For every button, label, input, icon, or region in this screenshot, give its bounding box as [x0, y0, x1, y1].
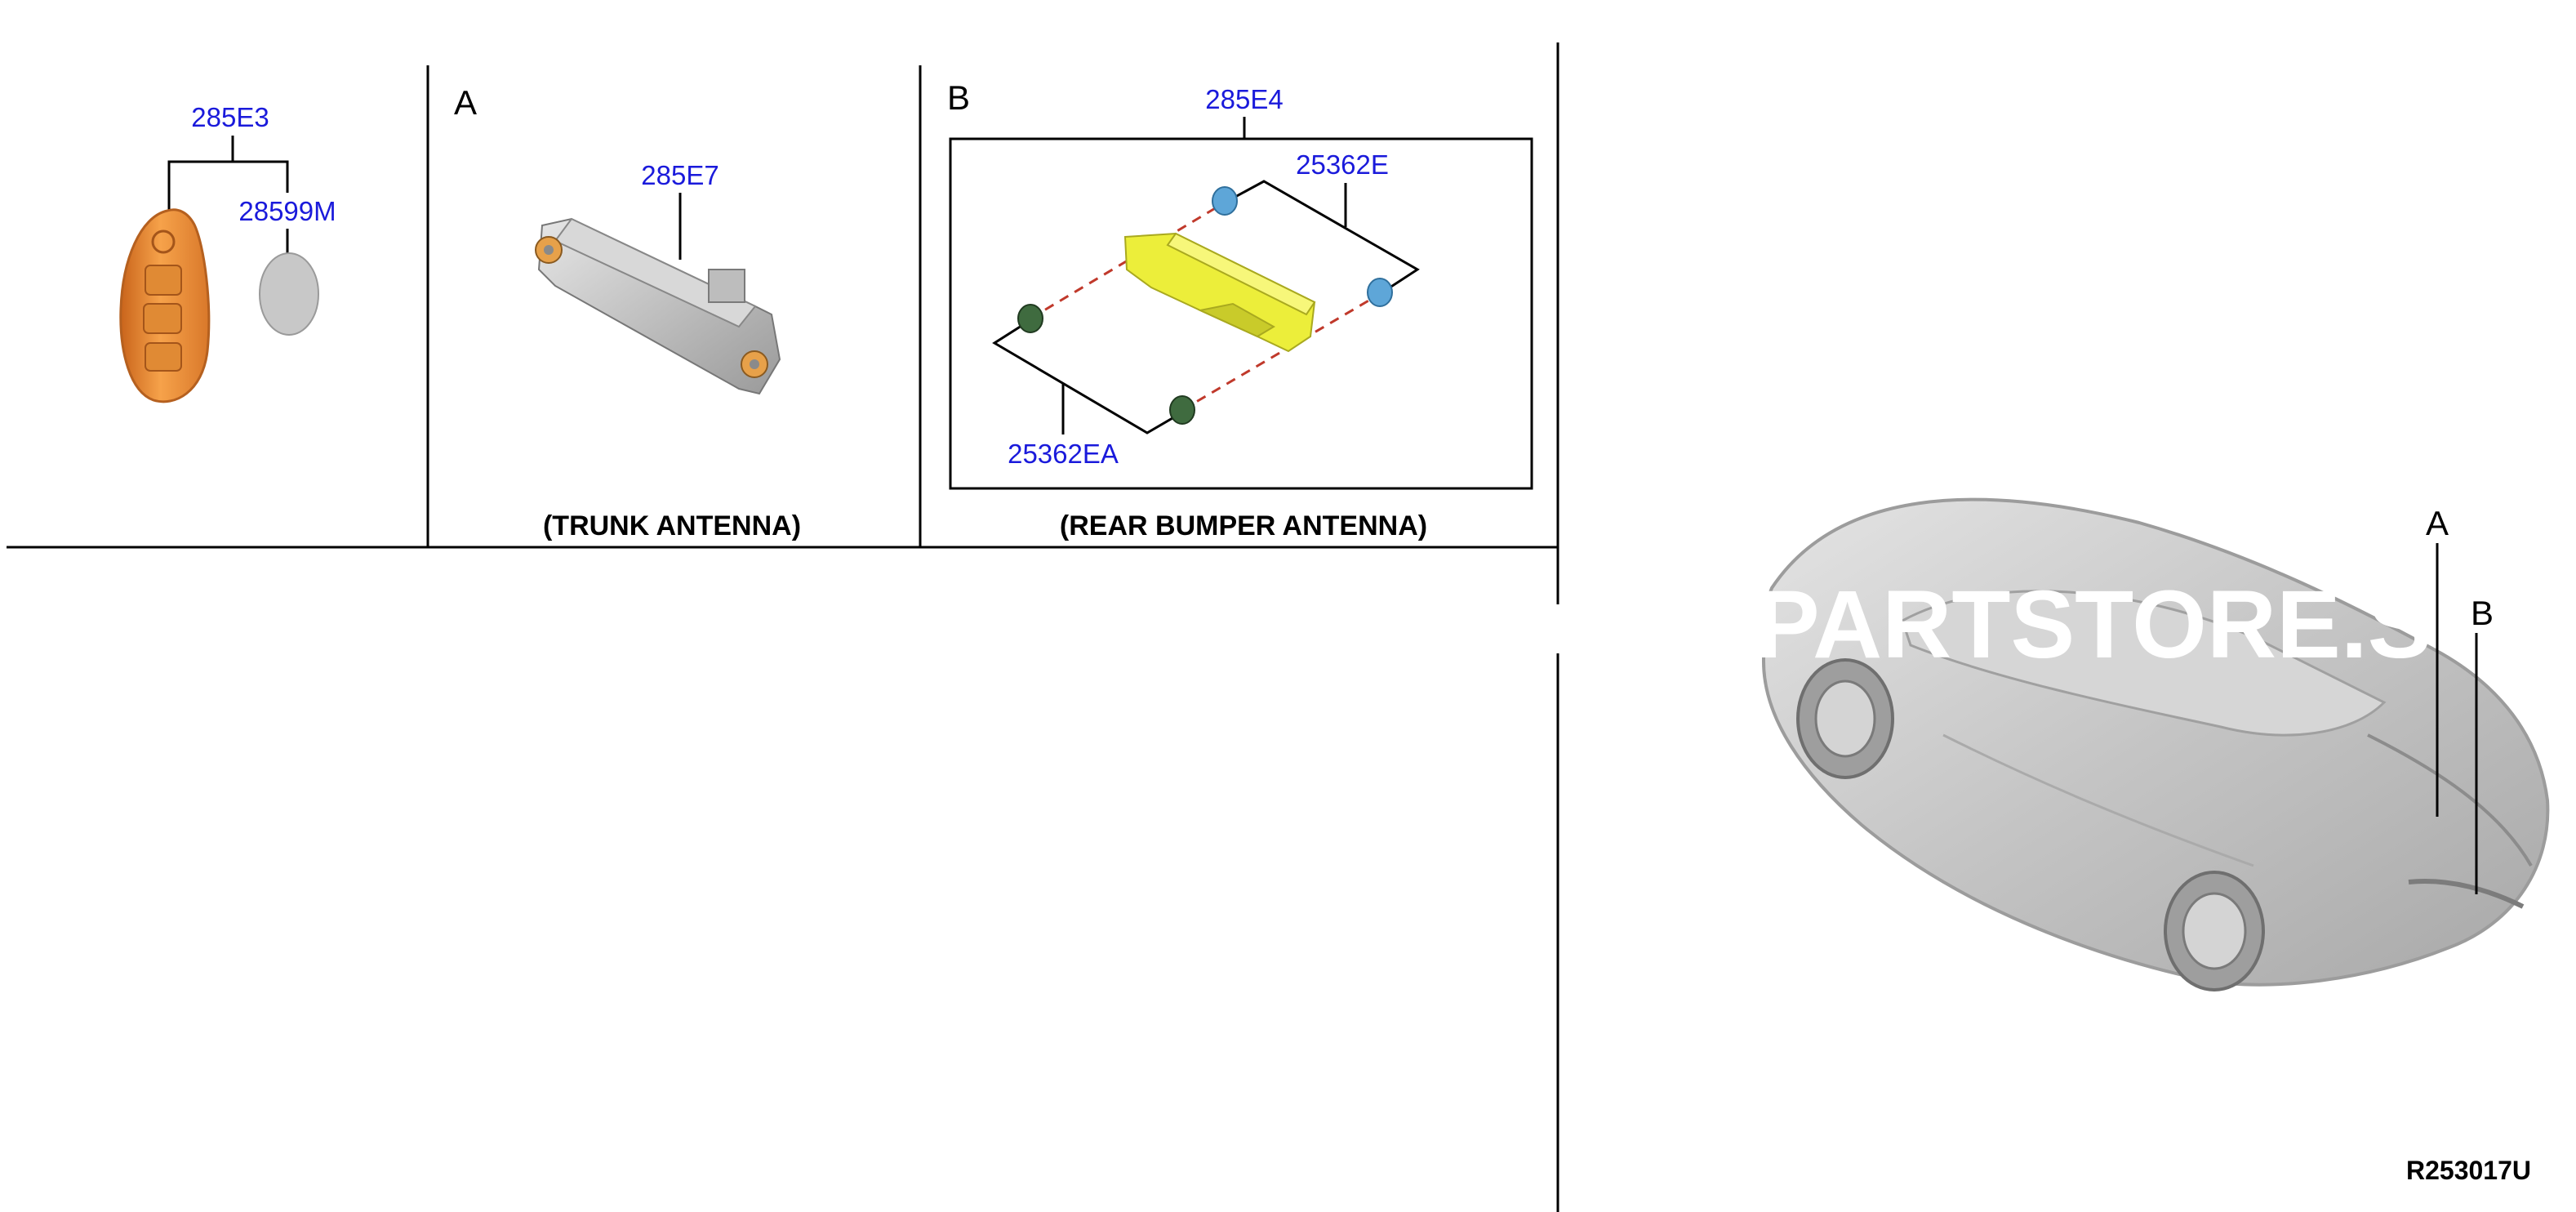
watermark: PARTSTORE.S: [1755, 571, 2431, 679]
clip-upper-icon: [1212, 186, 1393, 307]
trunk-antenna-panel: A 285E7 (TRUNK ANTENNA): [454, 83, 801, 541]
caption-rear-bumper-antenna: (REAR BUMPER ANTENNA): [1060, 510, 1427, 541]
reference-code: R253017U: [2406, 1156, 2531, 1185]
exploded-view-frame: [949, 137, 1533, 490]
key-fob-panel: 285E3 28599M: [119, 102, 336, 403]
section-letter-a: A: [454, 83, 477, 122]
trunk-antenna-icon: [535, 217, 781, 395]
wheel-icon: [2164, 871, 2265, 991]
section-letter-b: B: [947, 78, 970, 117]
panel-grid: [7, 42, 1559, 1212]
rear-bumper-antenna-icon: [1123, 232, 1316, 353]
vehicle-label-b: B: [2471, 594, 2494, 632]
vehicle-illustration: A B: [1761, 497, 2550, 991]
wheel-icon: [1796, 658, 1894, 779]
part-number-25362E: 25362E: [1296, 149, 1389, 180]
part-number-285E4: 285E4: [1205, 84, 1283, 114]
vehicle-label-a: A: [2426, 504, 2449, 542]
part-number-28599M: 28599M: [238, 196, 336, 226]
part-number-285E3: 285E3: [191, 102, 269, 132]
key-fob-icon: [119, 208, 211, 403]
coin-battery-icon: [259, 252, 319, 336]
part-number-285E7: 285E7: [641, 160, 719, 190]
part-number-25362EA: 25362EA: [1008, 439, 1119, 469]
clip-lower-icon: [1017, 304, 1195, 425]
rear-bumper-antenna-panel: B 285E4 25362E 25362EA (REAR BUMPER ANTE…: [947, 78, 1533, 541]
caption-trunk-antenna: (TRUNK ANTENNA): [543, 510, 801, 541]
